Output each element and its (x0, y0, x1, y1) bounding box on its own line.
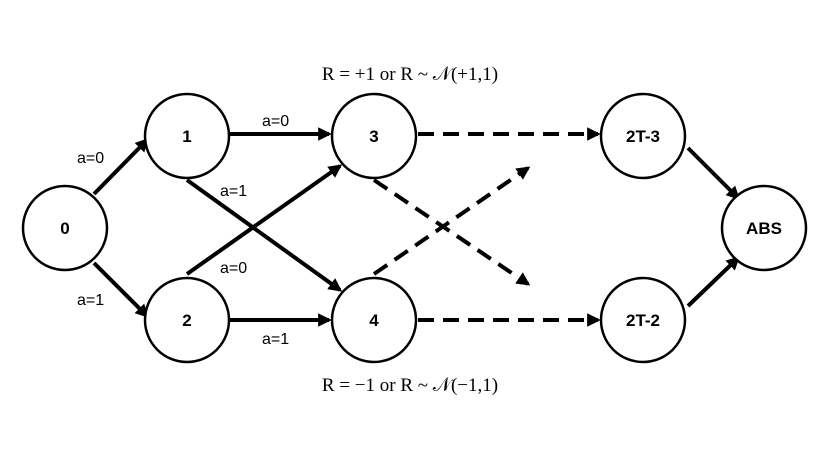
edge-0-1-label: a=0 (77, 150, 104, 167)
node-1-label: 1 (182, 127, 191, 146)
node-2t-2-label: 2T-2 (626, 311, 660, 330)
node-2t-2: 2T-2 (599, 276, 687, 364)
edge-1-4-label: a=1 (220, 183, 247, 200)
edge-2t2-abs (686, 256, 740, 308)
node-1: 1 (143, 92, 231, 180)
node-2t-3: 2T-3 (599, 92, 687, 180)
node-4: 4 (330, 276, 418, 364)
reward-bottom: R = −1 or R ~ 𝒩(−1,1) (322, 375, 498, 396)
node-2t-3-label: 2T-3 (626, 127, 660, 146)
edge-0-1 (92, 138, 149, 196)
node-2-label: 2 (182, 311, 191, 330)
reward-top: R = +1 or R ~ 𝒩(+1,1) (322, 64, 498, 85)
edge-3-cross (372, 178, 531, 286)
edge-2-3-label: a=0 (220, 260, 247, 277)
edge-2t3-abs (686, 146, 740, 200)
edge-1-4 (185, 178, 343, 292)
node-3: 3 (330, 92, 418, 180)
edge-1-3-label: a=0 (262, 113, 289, 130)
node-4-label: 4 (369, 311, 379, 330)
edge-0-2 (92, 261, 149, 318)
node-3-label: 3 (369, 127, 378, 146)
node-0-label: 0 (60, 219, 69, 238)
node-abs: ABS (720, 184, 808, 272)
edge-4-cross (372, 166, 531, 276)
edge-2-4-label: a=1 (262, 331, 289, 348)
edge-0-2-label: a=1 (77, 292, 104, 309)
node-2: 2 (143, 276, 231, 364)
node-abs-label: ABS (746, 219, 782, 238)
edge-2-3 (185, 164, 343, 276)
node-0: 0 (21, 184, 109, 272)
